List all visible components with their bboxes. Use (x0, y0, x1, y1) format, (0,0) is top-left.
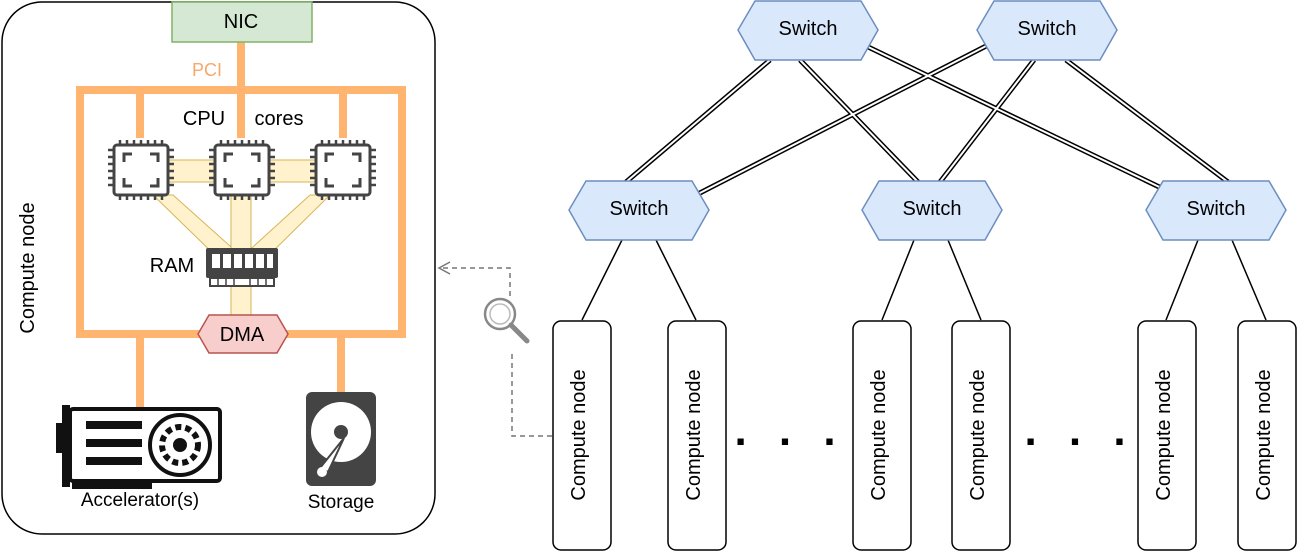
dma-engine (197, 314, 289, 354)
cpu-label-bg (176, 104, 230, 130)
compute-node-label: Compute node (1253, 369, 1275, 500)
cores-label: cores (255, 108, 304, 130)
spine-leaf-links (624, 41, 1230, 199)
ram-label: RAM (150, 255, 194, 277)
compute-node-detail: Compute node PCI NIC (1, 1, 436, 535)
compute-node-label: Compute node (1153, 369, 1175, 500)
leaf-switch (861, 180, 1003, 241)
cpu2-cpu3-link (269, 159, 317, 183)
spine-switch-label: Switch (779, 18, 838, 40)
accelerator-label: Accelerator(s) (81, 490, 199, 511)
magnifier-icon (483, 297, 530, 344)
leaf-switch-label: Switch (1187, 198, 1246, 220)
leaf-node-links (581, 239, 1267, 321)
cpu-chip-icon (209, 140, 275, 200)
zoom-connector (437, 261, 552, 437)
dma-label: DMA (220, 324, 265, 346)
node-ellipsis: . . . (1024, 406, 1135, 455)
storage-label: Storage (308, 492, 375, 513)
compute-node (552, 320, 612, 551)
hard-drive-icon (306, 392, 376, 486)
cores-label-bg (248, 104, 310, 130)
compute-node-label: Compute node (683, 369, 705, 500)
nic-box (171, 1, 313, 43)
gpu-card-icon (56, 405, 222, 489)
compute-node (1137, 320, 1197, 551)
compute-node (667, 320, 727, 551)
spine-switch (976, 0, 1118, 61)
compute-node (1237, 320, 1297, 551)
spine-switch (737, 0, 879, 61)
compute-node-panel-label: Compute node (17, 202, 39, 333)
compute-node-label: Compute node (868, 369, 890, 500)
spine-switch-label: Switch (1018, 18, 1077, 40)
network-topology: Switch Switch Switch Switch Switch Compu… (552, 0, 1297, 551)
cpu1-cpu2-link (167, 159, 215, 183)
leaf-switch (568, 180, 710, 241)
pci-label: PCI (192, 60, 222, 80)
compute-node (951, 320, 1011, 551)
cpu-chip-icon (310, 140, 376, 200)
ram-dma-link (230, 281, 252, 317)
node-ellipsis: . . . (734, 406, 845, 455)
cpu-chip-icon (108, 140, 174, 200)
compute-node-list: Compute node Compute node Compute node C… (552, 320, 1297, 551)
nic-label: NIC (224, 11, 258, 33)
compute-node-label: Compute node (568, 369, 590, 500)
leaf-switch-label: Switch (610, 198, 669, 220)
leaf-switch (1145, 180, 1287, 241)
compute-node-label: Compute node (967, 369, 989, 500)
cpu-label: CPU (183, 108, 225, 130)
compute-node (852, 320, 912, 551)
leaf-switch-label: Switch (903, 198, 962, 220)
ram-module-icon (206, 248, 278, 287)
